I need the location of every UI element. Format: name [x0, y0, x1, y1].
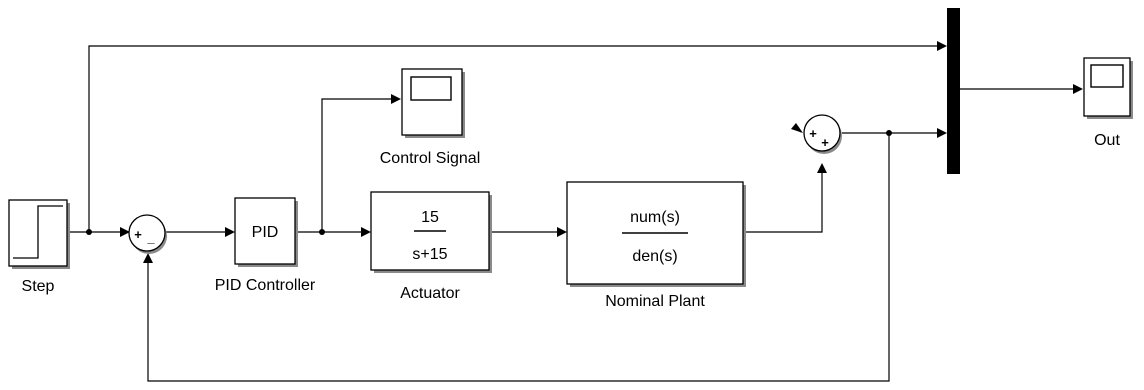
sum1-sign-b: _ — [146, 230, 155, 245]
sum2-sign-b: + — [821, 135, 829, 150]
step-icon — [13, 205, 63, 259]
arrow-into-pid — [225, 227, 235, 237]
wire-reference-to-mux — [88, 45, 938, 232]
actuator-numerator: 15 — [421, 209, 439, 226]
step-label: Step — [22, 278, 55, 295]
sum1-block[interactable]: + _ — [128, 214, 167, 254]
actuator-block[interactable]: 15 s+15 — [370, 191, 492, 273]
out-scope[interactable] — [1083, 57, 1133, 119]
arrow-into-mux-1 — [937, 41, 947, 51]
mux-block[interactable] — [947, 8, 960, 174]
step-block[interactable] — [8, 199, 70, 269]
actuator-denominator: s+15 — [412, 246, 447, 263]
arrow-into-sum2-bottom — [817, 163, 827, 173]
wire-feedback — [147, 133, 890, 382]
arrow-into-mux-2 — [937, 128, 947, 138]
branch-point-reference — [86, 229, 92, 235]
pid-controller-label: PID Controller — [215, 277, 316, 294]
branch-point-control — [319, 229, 325, 235]
arrow-into-sum1-bottom — [143, 253, 153, 263]
sum2-sign-a: + — [809, 126, 817, 141]
wire-to-control-scope — [321, 98, 392, 232]
sum2-block[interactable]: + + — [803, 114, 842, 154]
control-signal-label: Control Signal — [380, 150, 481, 167]
wire-plant-to-sum2 — [745, 172, 823, 233]
arrow-into-control-scope — [391, 94, 401, 104]
actuator-label: Actuator — [400, 285, 460, 302]
sum1-sign-a: + — [134, 227, 142, 242]
arrow-into-out-scope — [1073, 84, 1083, 94]
nominal-plant-label: Nominal Plant — [605, 293, 705, 310]
scope-screen-icon — [410, 76, 452, 101]
arrow-into-sum2-left — [791, 123, 803, 133]
control-signal-scope[interactable] — [401, 68, 465, 138]
out-label: Out — [1094, 132, 1120, 149]
arrow-into-sum1 — [120, 227, 130, 237]
arrow-into-actuator — [361, 227, 371, 237]
arrow-into-plant — [557, 227, 567, 237]
pid-text: PID — [252, 224, 279, 241]
nominal-plant-block[interactable]: num(s) den(s) — [566, 181, 746, 287]
scope-screen-icon — [1090, 64, 1124, 88]
pid-controller-block[interactable]: PID — [234, 197, 298, 267]
plant-numerator: num(s) — [630, 209, 680, 226]
plant-denominator: den(s) — [632, 248, 677, 265]
